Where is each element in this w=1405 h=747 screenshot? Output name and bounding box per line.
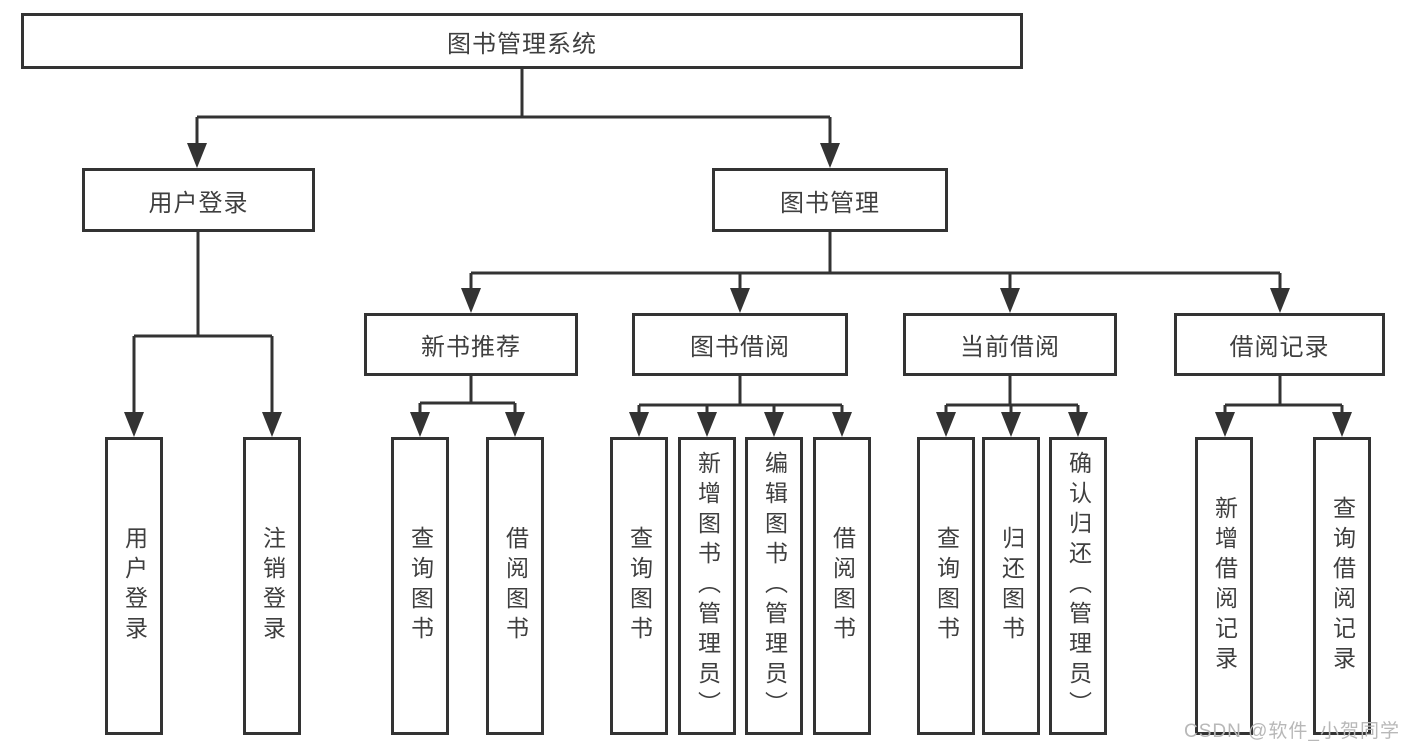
node-label: 图书借阅 [690,334,790,361]
node-label: 编辑图书（管理员） [761,451,788,721]
csdn-watermark: CSDN @软件_小贺同学 [1184,721,1400,742]
node-label: 查询图书 [933,526,960,646]
leaf-return-books: 归还图书 [982,437,1040,735]
leaf-user-login: 用户登录 [105,437,163,735]
leaf-add-books-admin: 新增图书（管理员） [678,437,736,735]
node-label: 确认归还（管理员） [1065,451,1092,721]
node-label: 查询图书 [407,526,434,646]
node-label: 新增图书（管理员） [694,451,721,721]
leaf-query-borrow-record: 查询借阅记录 [1313,437,1371,735]
node-current-borrow: 当前借阅 [903,313,1117,376]
node-label: 图书管理 [780,189,880,217]
leaf-logout: 注销登录 [243,437,301,735]
node-label: 注销登录 [259,526,286,646]
node-book-management: 图书管理 [712,168,948,232]
node-user-login: 用户登录 [82,168,315,232]
node-label: 用户登录 [121,526,148,646]
node-label: 当前借阅 [960,334,1060,361]
leaf-edit-books-admin: 编辑图书（管理员） [745,437,803,735]
node-borrow-record: 借阅记录 [1174,313,1385,376]
node-label: 查询图书 [626,526,653,646]
leaf-borrow-books: 借阅图书 [813,437,871,735]
node-label: 借阅记录 [1229,334,1330,361]
leaf-query-books-borrow: 查询图书 [610,437,668,735]
node-label: 归还图书 [998,526,1025,646]
node-label: 查询借阅记录 [1329,496,1356,676]
arrowheads [124,143,1352,437]
leaf-add-borrow-record: 新增借阅记录 [1195,437,1253,735]
node-label: 借阅图书 [502,526,529,646]
leaf-borrow-books-recommend: 借阅图书 [486,437,544,735]
node-book-borrow: 图书借阅 [632,313,848,376]
node-label: 图书管理系统 [447,30,597,58]
node-label: 用户登录 [148,189,249,217]
node-library-management-system: 图书管理系统 [21,13,1023,69]
leaf-query-books-current: 查询图书 [917,437,975,735]
node-label: 借阅图书 [829,526,856,646]
leaf-query-books-recommend: 查询图书 [391,437,449,735]
node-new-book-recommend: 新书推荐 [364,313,578,376]
node-label: 新增借阅记录 [1211,496,1238,676]
node-label: 新书推荐 [421,334,521,361]
leaf-confirm-return-admin: 确认归还（管理员） [1049,437,1107,735]
